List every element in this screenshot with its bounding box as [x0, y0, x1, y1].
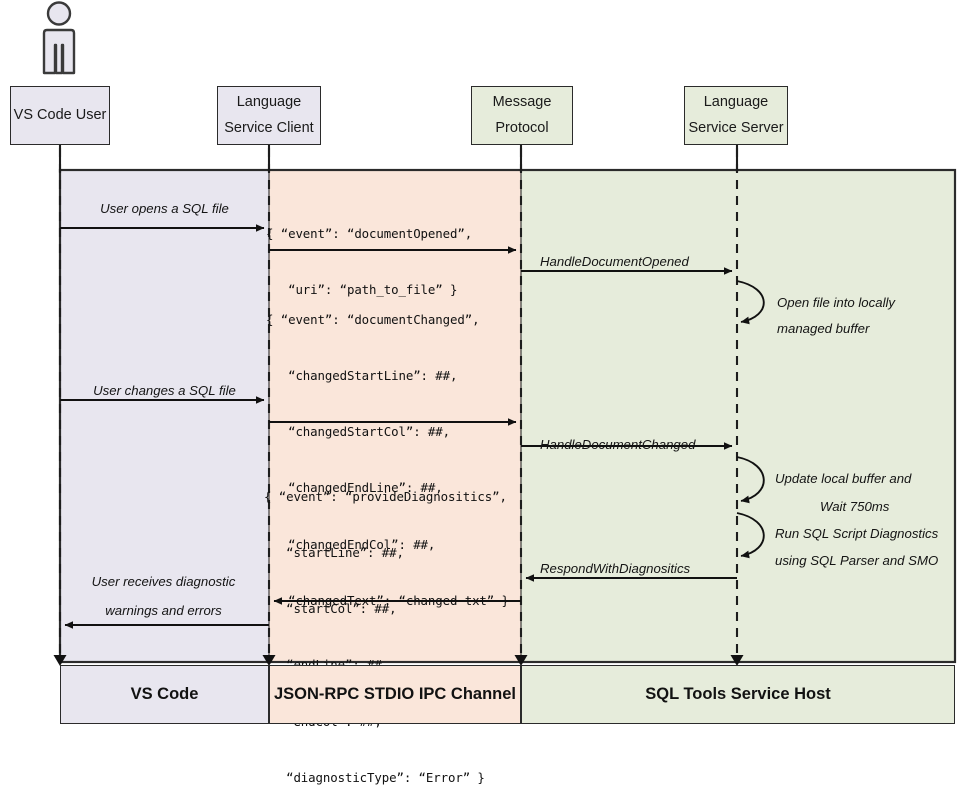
footer-band-vs-code-label: VS Code [130, 685, 199, 703]
lifeline-box-message-protocol[interactable]: Message Protocol [471, 86, 573, 145]
vs-code-user-figure [42, 1, 76, 75]
arrow-self-run-diagnostics [736, 512, 765, 559]
footer-band-vs-code[interactable]: VS Code [60, 665, 269, 724]
label-user-opens-sql-file: User opens a SQL file [100, 201, 229, 216]
note-run-diagnostics-line1: Run SQL Script Diagnostics [775, 526, 939, 541]
label-user-changes-sql-file: User changes a SQL file [93, 383, 236, 398]
payload-document-changed: { “event”: “documentChanged”, “changedSt… [266, 289, 509, 632]
footer-band-sql-tools-host[interactable]: SQL Tools Service Host [521, 665, 955, 724]
payload-document-changed-line-3: “changedEndLine”: ##, [266, 480, 443, 496]
band-vs-code [60, 170, 269, 662]
lifeline-box-language-service-client-line2: Service Client [224, 120, 314, 136]
lifeline-terminators [53, 655, 744, 666]
payload-document-changed-line-0: { “event”: “documentChanged”, [266, 311, 480, 327]
payload-provide-diagnositics: { “event”: “provideDiagnositics”, “start… [264, 466, 507, 809]
payload-document-changed-line-5: “changedText”: “changed txt” } [266, 592, 509, 608]
payload-provide-diagnositics-line-1: “startLine”: ##, [264, 545, 404, 561]
lifeline-box-message-protocol-line1: Message [492, 93, 552, 110]
lifeline-box-vs-code-user[interactable]: VS Code User [10, 86, 110, 145]
sequence-diagram: VS Code User Language Service Client Mes… [10, 1, 957, 784]
lifeline-box-language-service-server-line2: Service Server [688, 120, 784, 136]
lifeline-box-language-service-client-line1: Language [236, 93, 302, 110]
payload-document-changed-line-4: “changedEndCol”: ##, [266, 536, 436, 552]
lifeline-box-language-service-server-line1: Language [703, 93, 769, 110]
payload-document-changed-line-1: “changedStartLine”: ##, [266, 368, 458, 384]
payload-document-opened-line-0: { “event”: “documentOpened”, [266, 225, 473, 241]
payload-document-opened-line-1: “uri”: “path_to_file” } [266, 282, 458, 298]
arrow-self-update-buffer-wait [736, 456, 765, 504]
footer-band-json-rpc-stdio[interactable]: JSON-RPC STDIO IPC Channel [269, 665, 521, 724]
band-outline [58, 168, 957, 664]
arrow-self-open-file-buffer [736, 280, 765, 325]
band-json-rpc-stdio [269, 170, 521, 662]
label-user-receives-diagnostics-line1: User receives diagnostic [91, 574, 236, 589]
lifeline-box-language-service-server[interactable]: Language Service Server [684, 86, 788, 145]
note-update-buffer-wait-line1: Update local buffer and [775, 471, 912, 486]
note-update-buffer-wait-line2: Wait 750ms [820, 499, 890, 514]
label-user-receives-diagnostics-line2: warnings and errors [105, 603, 222, 618]
footer-band-json-rpc-stdio-label: JSON-RPC STDIO IPC Channel [273, 685, 517, 703]
payload-provide-diagnositics-line-5: “diagnosticType”: “Error” } [264, 769, 485, 785]
label-handle-document-changed: HandleDocumentChanged [540, 437, 696, 452]
payload-document-changed-line-2: “changedStartCol”: ##, [266, 424, 450, 440]
label-respond-with-diagnositics: RespondWithDiagnositics [540, 561, 691, 576]
payload-document-opened: { “event”: “documentOpened”, “uri”: “pat… [266, 203, 472, 321]
label-handle-document-opened: HandleDocumentOpened [540, 254, 689, 269]
lifeline-box-message-protocol-line2: Protocol [495, 120, 549, 136]
payload-provide-diagnositics-line-0: { “event”: “provideDiagnositics”, [264, 488, 507, 504]
payload-provide-diagnositics-line-2: “startCol”: ##, [264, 601, 397, 617]
note-run-diagnostics-line2: using SQL Parser and SMO [775, 553, 939, 568]
note-open-file-buffer-line1: Open file into locally [777, 295, 896, 310]
footer-band-sql-tools-host-label: SQL Tools Service Host [645, 685, 831, 703]
lifeline-box-language-service-client[interactable]: Language Service Client [217, 86, 321, 145]
diagram-canvas [42, 1, 957, 666]
note-open-file-buffer-line2: managed buffer [777, 321, 870, 336]
lifeline-box-vs-code-user-line1: VS Code User [13, 106, 107, 123]
